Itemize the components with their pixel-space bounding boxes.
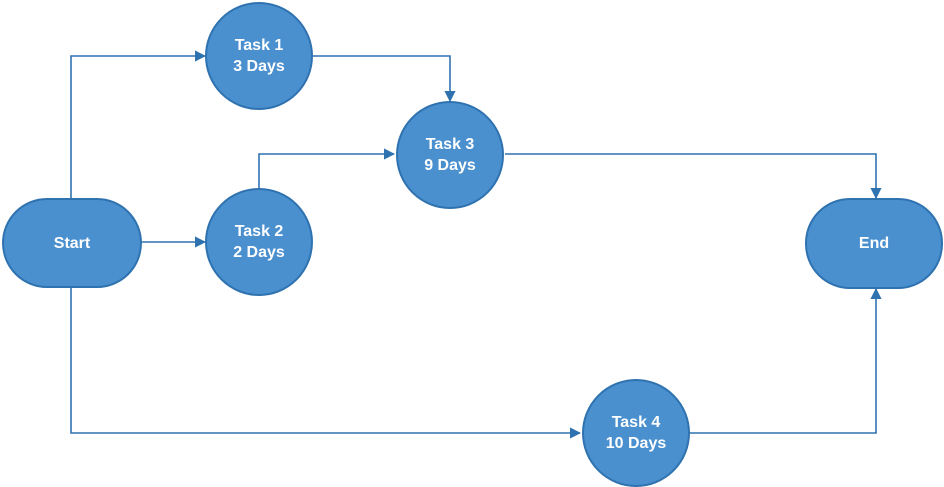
task1-node: Task 1 3 Days — [205, 2, 313, 110]
start-node: Start — [2, 198, 142, 288]
task4-node: Task 4 10 Days — [582, 379, 690, 487]
task4-duration: 10 Days — [605, 435, 667, 452]
task3-duration: 9 Days — [424, 157, 476, 174]
end-node: End — [805, 198, 943, 289]
task2-duration: 2 Days — [233, 244, 285, 261]
task3-name: Task 3 — [425, 136, 475, 153]
edge-task2-task3 — [258, 148, 396, 188]
task1-name: Task 1 — [234, 37, 284, 54]
task2-node: Task 2 2 Days — [205, 188, 313, 296]
edge-task4-end — [690, 287, 882, 434]
edge-start-task1 — [70, 50, 207, 198]
task2-name: Task 2 — [234, 223, 284, 240]
edge-task3-end — [505, 153, 882, 200]
edge-task1-task3 — [313, 55, 456, 103]
task3-node: Task 3 9 Days — [396, 101, 504, 209]
end-label: End — [858, 235, 890, 252]
edge-start-task4 — [70, 288, 582, 439]
task4-name: Task 4 — [611, 414, 661, 431]
task1-duration: 3 Days — [233, 58, 285, 75]
start-label: Start — [53, 234, 91, 252]
